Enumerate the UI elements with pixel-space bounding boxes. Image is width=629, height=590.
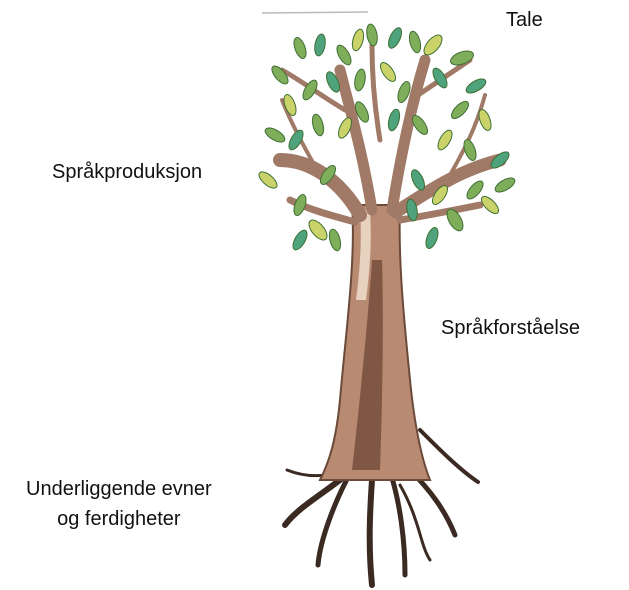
label-sprakproduksjon: Språkproduksjon (52, 158, 202, 186)
label-underliggende-evner: Underliggende evner og ferdigheter (26, 474, 212, 534)
label-sprakforstaelse: Språkforståelse (441, 314, 580, 342)
label-underliggende-evner-line1: Underliggende evner (26, 474, 212, 504)
label-underliggende-evner-line2: og ferdigheter (26, 504, 212, 534)
top-rule (262, 12, 368, 13)
label-tale: Tale (506, 6, 543, 34)
